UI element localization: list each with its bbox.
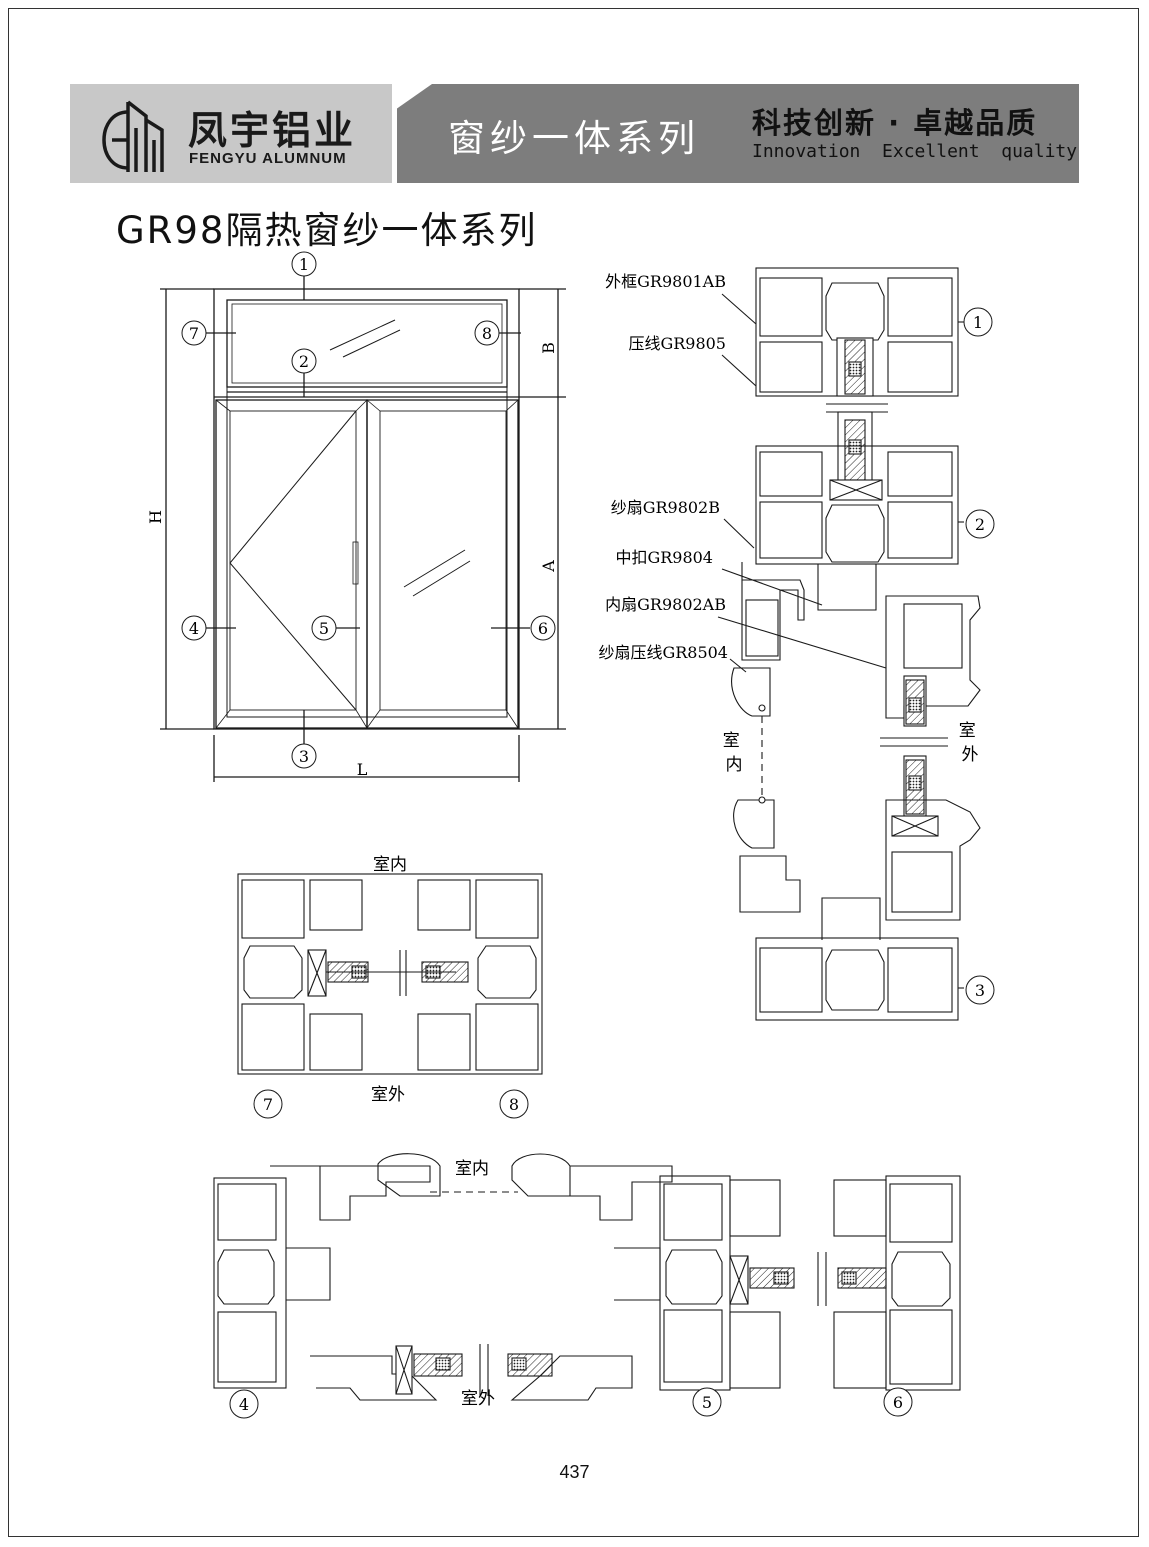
brand-name-en: FENGYU ALUMNUM bbox=[189, 150, 347, 167]
indoor-label-78: 室内 bbox=[373, 855, 407, 875]
left-sash bbox=[215, 399, 368, 729]
indoor-label-456: 室内 bbox=[455, 1159, 489, 1179]
label-screen-bead: 纱扇压线GR8504 bbox=[598, 643, 728, 662]
dim-B: B bbox=[539, 342, 558, 354]
callout-3: 3 bbox=[291, 743, 317, 769]
svg-text:7: 7 bbox=[263, 1095, 273, 1114]
header-series-panel bbox=[397, 84, 1079, 183]
svg-text:6: 6 bbox=[893, 1393, 903, 1412]
svg-text:3: 3 bbox=[975, 981, 985, 1000]
elevation-callouts: 1 2 3 4 5 6 7 8 bbox=[181, 251, 556, 769]
section-4-5-6-labels: 室内 室外 4 5 6 bbox=[229, 1159, 913, 1419]
section-callout-8: 8 bbox=[499, 1089, 529, 1119]
opening-indicator bbox=[229, 410, 357, 711]
svg-text:7: 7 bbox=[189, 324, 199, 343]
svg-text:2: 2 bbox=[299, 352, 309, 371]
callout-1: 1 bbox=[291, 251, 317, 277]
callout-7: 7 bbox=[181, 320, 207, 346]
part-labels: 外框GR9801AB 压线GR9805 纱扇GR9802B 中扣GR9804 内… bbox=[598, 272, 728, 662]
outer-frame-profile-bottom bbox=[755, 937, 959, 1021]
outdoor-label-v: 室 外 bbox=[959, 721, 981, 765]
indoor-label-v: 室 内 bbox=[723, 731, 745, 775]
section-7-8 bbox=[237, 873, 543, 1075]
dim-A: A bbox=[539, 560, 558, 573]
screen-sash-profile bbox=[741, 562, 805, 661]
section-7-8-labels: 室内 室外 7 8 bbox=[253, 855, 529, 1119]
svg-text:3: 3 bbox=[299, 747, 309, 766]
label-inner-sash: 内扇GR9802AB bbox=[605, 595, 726, 614]
section-callout-6: 6 bbox=[883, 1387, 913, 1417]
svg-text:5: 5 bbox=[319, 619, 329, 638]
right-sash bbox=[366, 399, 519, 729]
dim-H: H bbox=[146, 510, 165, 524]
svg-text:8: 8 bbox=[509, 1095, 519, 1114]
callout-5: 5 bbox=[311, 615, 337, 641]
svg-text:4: 4 bbox=[239, 1395, 249, 1414]
svg-text:2: 2 bbox=[975, 515, 985, 534]
callout-2: 2 bbox=[291, 348, 317, 374]
label-glazing-bead: 压线GR9805 bbox=[628, 334, 726, 353]
label-screen-sash: 纱扇GR9802B bbox=[611, 498, 720, 517]
section-callout-4: 4 bbox=[229, 1389, 259, 1419]
section-callout-2: 2 bbox=[965, 509, 995, 539]
label-mullion-cap: 中扣GR9804 bbox=[615, 548, 713, 567]
callout-8: 8 bbox=[474, 320, 500, 346]
svg-text:1: 1 bbox=[299, 255, 309, 274]
vertical-section bbox=[717, 267, 981, 1021]
outer-frame bbox=[213, 288, 520, 730]
svg-text:8: 8 bbox=[482, 324, 492, 343]
callout-4: 4 bbox=[181, 615, 207, 641]
page-border bbox=[8, 8, 1139, 1537]
handle-icon bbox=[352, 541, 359, 585]
series-title: 窗纱一体系列 bbox=[448, 117, 700, 160]
dimension-labels: H L A B bbox=[146, 342, 558, 779]
section-callout-5: 5 bbox=[692, 1387, 722, 1417]
slogan-en: Innovation Excellent quality bbox=[752, 141, 1078, 162]
svg-text:1: 1 bbox=[973, 313, 983, 332]
label-outer-frame: 外框GR9801AB bbox=[605, 272, 726, 291]
svg-text:4: 4 bbox=[189, 619, 199, 638]
section-4-5-6 bbox=[213, 1153, 961, 1401]
svg-text:5: 5 bbox=[702, 1393, 712, 1412]
outdoor-label-456: 室外 bbox=[461, 1389, 495, 1409]
transom-pane bbox=[226, 299, 508, 388]
page-title: GR98隔热窗纱一体系列 bbox=[116, 209, 538, 252]
inner-sash-profile bbox=[885, 595, 981, 719]
brand-name-cn: 凤宇铝业 bbox=[188, 109, 357, 154]
section-callout-7: 7 bbox=[253, 1089, 283, 1119]
dim-L: L bbox=[357, 760, 368, 779]
mullion-profile bbox=[755, 445, 959, 565]
callout-6: 6 bbox=[530, 615, 556, 641]
outdoor-label-78: 室外 bbox=[371, 1085, 405, 1105]
svg-text:6: 6 bbox=[538, 619, 548, 638]
vertical-section-callouts: 1 2 3 bbox=[963, 307, 995, 1005]
window-elevation bbox=[160, 276, 566, 782]
slogan-cn: 科技创新 · 卓越品质 bbox=[752, 106, 1038, 140]
section-callout-3: 3 bbox=[965, 975, 995, 1005]
section-callout-1: 1 bbox=[963, 307, 993, 337]
vertical-section-side-labels: 室 内 室 外 bbox=[723, 721, 981, 775]
page-number: 437 bbox=[559, 1462, 590, 1482]
header-divider bbox=[392, 84, 432, 112]
